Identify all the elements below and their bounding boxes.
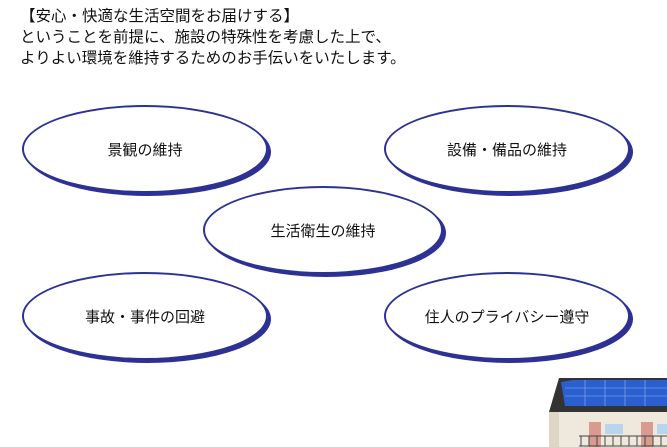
intro-heading: 【安心・快適な生活空間をお届けする】 <box>20 7 300 25</box>
item-equipment: 設備・備品の維持 <box>384 105 630 193</box>
item-label: 事故・事件の回避 <box>84 307 205 326</box>
house-illustration <box>549 378 667 447</box>
intro-text: 【安心・快適な生活空間をお届けする】 ということを前提に、施設の特殊性を考慮した… <box>20 6 406 69</box>
item-hygiene: 生活衛生の維持 <box>203 186 443 274</box>
item-privacy: 住人のプライバシー遵守 <box>384 272 630 360</box>
item-label: 景観の維持 <box>107 140 183 159</box>
intro-line-2: ということを前提に、施設の特殊性を考慮した上で、 <box>20 28 391 46</box>
item-label: 設備・備品の維持 <box>446 140 567 159</box>
item-accident-prevention: 事故・事件の回避 <box>22 272 268 360</box>
intro-line-3: よりよい環境を維持するためのお手伝いをいたします。 <box>20 49 406 67</box>
item-label: 生活衛生の維持 <box>270 221 376 240</box>
item-landscape: 景観の維持 <box>22 105 268 193</box>
item-label: 住人のプライバシー遵守 <box>424 307 590 326</box>
